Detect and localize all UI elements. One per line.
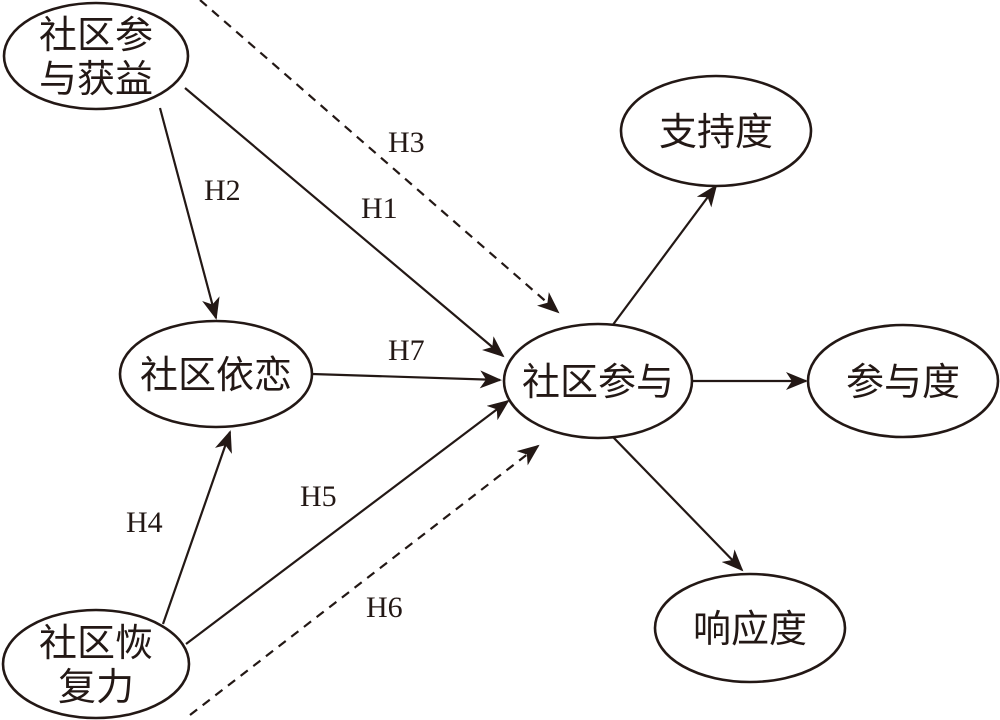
- node-response: 响应度: [653, 572, 847, 684]
- edge-labels: H3 H2 H1 H7 H5 H4 H6: [126, 126, 425, 624]
- node-attachment: 社区依恋: [118, 319, 314, 429]
- node-participation-label: 社区参与: [522, 360, 674, 404]
- node-attachment-label: 社区依恋: [140, 353, 292, 397]
- edge-h4: [161, 430, 232, 625]
- node-support: 支持度: [619, 74, 813, 188]
- edge-to-response: [611, 435, 744, 572]
- node-benefits: 社区参 与获益: [2, 1, 190, 111]
- edge-h1: [184, 87, 505, 358]
- node-resilience: 社区恢 复力: [1, 608, 191, 720]
- edge-h3: [199, 0, 560, 314]
- node-resilience-line-1: 社区恢: [39, 621, 153, 665]
- node-response-label: 响应度: [693, 607, 807, 651]
- edges: [158, 0, 808, 716]
- edge-label-h5: H5: [300, 480, 337, 513]
- node-benefits-line-1: 社区参: [39, 13, 153, 57]
- edge-label-h3: H3: [388, 126, 425, 159]
- node-benefits-line-2: 与获益: [39, 57, 153, 101]
- node-resilience-line-2: 复力: [58, 665, 134, 709]
- edge-label-h1: H1: [361, 192, 398, 225]
- edge-label-h2: H2: [204, 174, 241, 207]
- node-support-label: 支持度: [659, 110, 773, 154]
- edge-h6: [189, 444, 540, 716]
- edge-h7: [311, 370, 502, 389]
- node-engagement-label: 参与度: [846, 360, 960, 404]
- edge-to-support: [611, 184, 718, 327]
- edge-label-h4: H4: [126, 506, 163, 539]
- edge-label-h7: H7: [388, 334, 425, 367]
- node-participation: 社区参与: [502, 322, 694, 440]
- edge-label-h6: H6: [366, 591, 403, 624]
- edge-h5: [185, 399, 510, 645]
- node-engagement: 参与度: [806, 323, 1000, 439]
- edge-h2: [158, 107, 220, 320]
